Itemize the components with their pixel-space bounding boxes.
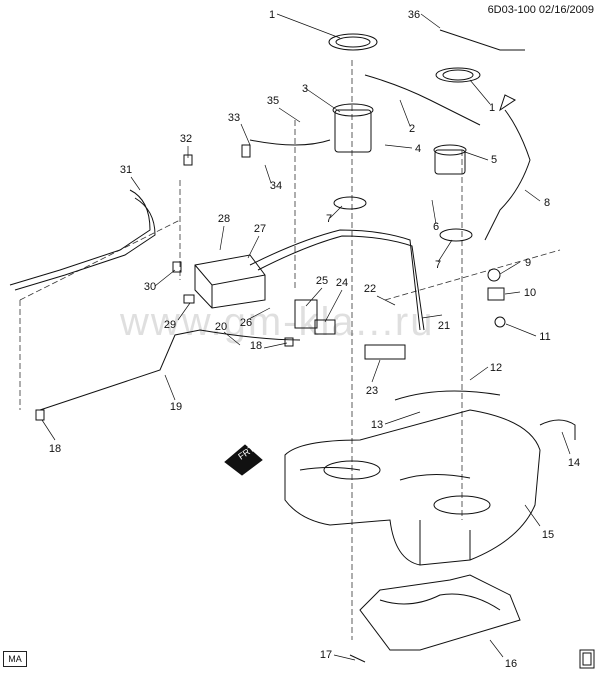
evap-canister [194,254,266,309]
fuel-tank [284,409,541,566]
callout-9: 9 [525,257,531,269]
callout-14: 14 [568,457,580,469]
fuel-pump-module [332,103,467,175]
callout-22: 22 [364,283,376,295]
callout-32: 32 [180,133,192,145]
callout-20: 20 [215,321,227,333]
callout-25: 25 [316,275,328,287]
callout-11: 11 [539,331,550,343]
heat-shield [359,574,521,651]
callout-8: 8 [544,197,550,209]
callout-5: 5 [491,154,497,166]
small-parts [35,144,576,663]
callout-34: 34 [270,180,282,192]
callout-18a: 18 [49,443,61,455]
guide-lines [19,60,561,640]
callout-27: 27 [254,223,266,235]
callout-18b: 18 [250,340,262,352]
filler-pipe [484,94,531,241]
callout-17: 17 [320,649,332,661]
leader-lines [41,13,571,661]
callout-33: 33 [228,112,240,124]
fuel-lines [9,29,525,411]
callout-23: 23 [366,385,378,397]
callout-26: 26 [240,317,252,329]
watermark: www.gm-kla...ru [120,300,435,344]
lock-rings [328,33,481,242]
callout-13: 13 [371,419,383,431]
callout-28: 28 [218,213,230,225]
callout-36: 36 [408,9,420,21]
ma-badge: MA [3,651,27,667]
callout-2: 2 [409,123,415,135]
front-arrow [224,444,263,476]
callout-19: 19 [170,401,182,413]
callout-29: 29 [164,319,176,331]
callout-1b: 1 [489,102,495,114]
callout-21: 21 [438,320,450,332]
callout-16: 16 [505,658,517,670]
callout-15: 15 [542,529,554,541]
callout-35: 35 [267,95,279,107]
header-ref: 6D03-100 02/16/2009 [487,4,594,16]
callout-4: 4 [415,143,421,155]
callout-10: 10 [524,287,536,299]
callout-12: 12 [490,362,502,374]
callout-1a: 1 [269,9,275,21]
callout-7b: 7 [435,259,441,271]
callout-30: 30 [144,281,156,293]
callout-31: 31 [120,164,132,176]
book-icon [579,649,595,669]
callout-24: 24 [336,277,348,289]
callout-3: 3 [302,83,308,95]
callout-labels: 1 1 2 3 4 5 6 7 7 8 9 10 11 12 13 14 15 … [49,9,580,670]
callout-6: 6 [433,221,439,233]
callout-7a: 7 [326,213,332,225]
